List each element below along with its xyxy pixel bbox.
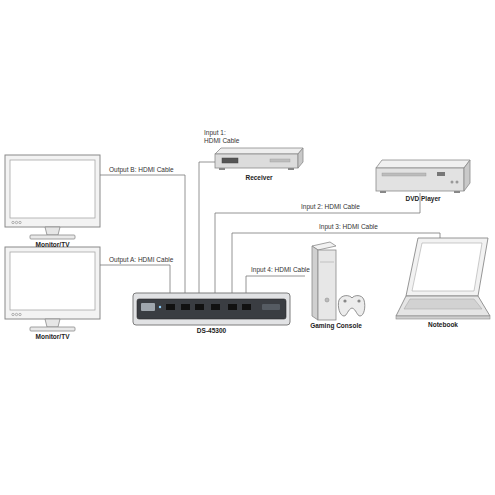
device-label: Gaming Console bbox=[310, 322, 362, 329]
hdmi-cable bbox=[232, 233, 440, 293]
hdmi-cable bbox=[100, 265, 170, 293]
dvd-player-node: DVD Player bbox=[376, 160, 470, 193]
cable-label: Input 1: HDMI Cable bbox=[203, 129, 245, 145]
receiver-node: Receiver bbox=[215, 148, 303, 172]
device-label: Monitor/TV bbox=[36, 241, 70, 248]
device-label: Receiver bbox=[245, 174, 272, 181]
console-node: Gaming Console bbox=[305, 242, 367, 320]
device-label: DVD Player bbox=[405, 195, 440, 202]
device-label: Notebook bbox=[428, 321, 458, 328]
notebook-node: Notebook bbox=[396, 238, 490, 319]
device-label: Monitor/TV bbox=[36, 333, 70, 340]
monitor-node: Monitor/TV bbox=[5, 247, 100, 331]
hdmi-cable bbox=[199, 162, 215, 293]
cable-label: Output B: HDMI Cable bbox=[108, 166, 175, 174]
monitor-illustration bbox=[5, 247, 100, 331]
monitor-illustration bbox=[5, 155, 100, 239]
hdmi-cable bbox=[100, 175, 185, 293]
dvd-player-illustration bbox=[376, 160, 470, 193]
switch-node: DS-45300 bbox=[133, 293, 290, 325]
hdmi-cable bbox=[215, 193, 420, 293]
gaming-console-illustration bbox=[312, 242, 365, 320]
cable-label: Input 3: HDMI Cable bbox=[318, 223, 379, 231]
cable-label: Output A: HDMI Cable bbox=[108, 256, 174, 264]
hdmi-cable bbox=[246, 276, 305, 293]
switch-illustration bbox=[133, 293, 290, 325]
cable-label: Input 4: HDMI Cable bbox=[250, 266, 311, 274]
device-label: DS-45300 bbox=[197, 327, 226, 334]
monitor-node: Monitor/TV bbox=[5, 155, 100, 239]
notebook-illustration bbox=[396, 238, 490, 319]
cable-label: Input 2: HDMI Cable bbox=[300, 203, 361, 211]
receiver-illustration bbox=[215, 148, 303, 170]
